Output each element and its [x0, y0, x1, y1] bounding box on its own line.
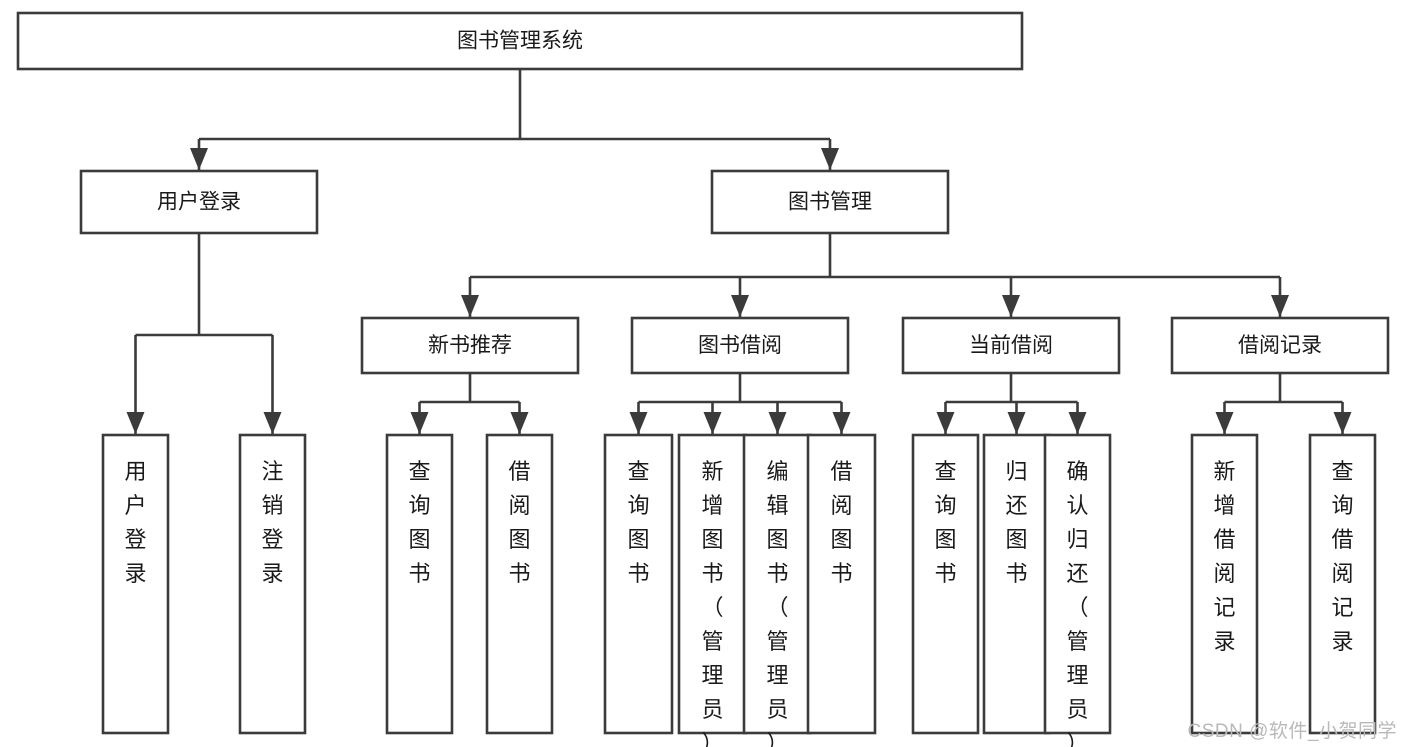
node-leaf-borrow-book-recommend[interactable]: 借阅图书	[485, 433, 554, 735]
node-current-borrow[interactable]: 当前借阅	[901, 316, 1121, 375]
arrow-head-icon	[510, 412, 529, 434]
arrow-head-icon	[1007, 412, 1026, 434]
arrow-head-icon	[1215, 412, 1234, 434]
node-label-borrow-record: 借阅记录	[1238, 334, 1322, 357]
node-label-leaf-edit-book: 编辑图书（管理员）	[766, 459, 788, 747]
node-label-leaf-user-logout: 注销登录	[261, 459, 283, 586]
arrow-head-icon	[1333, 412, 1352, 434]
arrow-head-icon	[461, 295, 479, 317]
connector-group-root-to-level2	[190, 69, 839, 170]
node-box-leaf-query-book-current[interactable]	[911, 433, 980, 735]
connector-group-user-login-to-leaves	[126, 233, 282, 434]
node-box-user-login[interactable]	[79, 169, 319, 235]
connector-group-current-borrow-to-leaves	[936, 373, 1087, 434]
node-label-leaf-confirm-return: 确认归还（管理员）	[1066, 459, 1088, 747]
node-box-leaf-borrow-book[interactable]	[806, 433, 877, 735]
node-box-leaf-add-borrow-record[interactable]	[1190, 433, 1259, 735]
arrow-head-icon	[1002, 295, 1020, 317]
node-label-book-borrow: 图书借阅	[698, 334, 782, 357]
node-new-book-recommend[interactable]: 新书推荐	[360, 316, 580, 375]
node-label-current-borrow: 当前借阅	[969, 334, 1053, 357]
arrow-head-icon	[126, 412, 145, 434]
node-leaf-confirm-return[interactable]: 确认归还（管理员）	[1043, 433, 1112, 747]
node-box-leaf-borrow-book-recommend[interactable]	[485, 433, 554, 735]
connector-group-borrow-record-to-leaves	[1215, 373, 1352, 434]
node-box-leaf-confirm-return[interactable]	[1043, 433, 1112, 735]
node-box-leaf-query-book-borrow[interactable]	[603, 433, 674, 735]
node-layer: 图书管理系统用户登录图书管理新书推荐图书借阅当前借阅借阅记录用户登录注销登录查询…	[16, 11, 1390, 747]
connector-group-book-borrow-to-leaves	[629, 373, 851, 434]
node-box-leaf-user-logout[interactable]	[238, 433, 307, 735]
node-borrow-record[interactable]: 借阅记录	[1170, 316, 1390, 375]
node-book-borrow[interactable]: 图书借阅	[630, 316, 850, 375]
node-label-leaf-query-borrow-record: 查询借阅记录	[1331, 459, 1353, 654]
node-label-leaf-query-book-current: 查询图书	[934, 459, 956, 586]
arrow-head-icon	[1068, 412, 1087, 434]
node-label-book-manage: 图书管理	[788, 191, 872, 214]
arrow-head-icon	[410, 412, 429, 434]
node-leaf-return-book[interactable]: 归还图书	[982, 433, 1051, 735]
node-leaf-query-book-recommend[interactable]: 查询图书	[385, 433, 454, 735]
node-book-manage[interactable]: 图书管理	[710, 169, 950, 235]
node-box-book-borrow[interactable]	[630, 316, 850, 375]
node-box-leaf-edit-book[interactable]	[742, 433, 813, 735]
node-label-leaf-add-book: 新增图书（管理员）	[701, 459, 723, 747]
arrow-head-icon	[821, 148, 839, 170]
node-box-new-book-recommend[interactable]	[360, 316, 580, 375]
node-box-leaf-query-borrow-record[interactable]	[1308, 433, 1377, 735]
connector-group-book-manage-to-level3	[461, 233, 1289, 317]
node-label-leaf-query-book-recommend: 查询图书	[408, 459, 430, 586]
arrow-head-icon	[703, 412, 722, 434]
node-label-leaf-return-book: 归还图书	[1005, 459, 1027, 586]
node-leaf-borrow-book[interactable]: 借阅图书	[806, 433, 877, 735]
node-box-book-manage[interactable]	[710, 169, 950, 235]
node-leaf-user-logout[interactable]: 注销登录	[238, 433, 307, 735]
node-box-root[interactable]	[16, 11, 1024, 71]
arrow-head-icon	[263, 412, 282, 434]
node-leaf-edit-book[interactable]: 编辑图书（管理员）	[742, 433, 813, 747]
node-label-new-book-recommend: 新书推荐	[428, 334, 512, 357]
node-label-leaf-user-login: 用户登录	[124, 459, 146, 586]
connector-group-new-book-recommend-to-leaves	[410, 373, 529, 434]
arrow-head-icon	[936, 412, 955, 434]
node-box-leaf-add-book[interactable]	[677, 433, 748, 735]
node-box-leaf-query-book-recommend[interactable]	[385, 433, 454, 735]
node-leaf-query-book-current[interactable]: 查询图书	[911, 433, 980, 735]
node-leaf-add-book[interactable]: 新增图书（管理员）	[677, 433, 748, 747]
arrow-head-icon	[768, 412, 787, 434]
node-box-borrow-record[interactable]	[1170, 316, 1390, 375]
arrow-head-icon	[832, 412, 851, 434]
node-leaf-query-borrow-record[interactable]: 查询借阅记录	[1308, 433, 1377, 735]
arrow-head-icon	[731, 295, 749, 317]
node-leaf-user-login[interactable]: 用户登录	[101, 433, 170, 735]
node-leaf-query-book-borrow[interactable]: 查询图书	[603, 433, 674, 735]
arrow-head-icon	[629, 412, 648, 434]
node-label-leaf-query-book-borrow: 查询图书	[627, 459, 649, 586]
node-label-leaf-borrow-book-recommend: 借阅图书	[508, 459, 530, 586]
node-leaf-add-borrow-record[interactable]: 新增借阅记录	[1190, 433, 1259, 735]
node-user-login[interactable]: 用户登录	[79, 169, 319, 235]
node-label-leaf-borrow-book: 借阅图书	[830, 459, 852, 586]
node-label-root: 图书管理系统	[457, 30, 583, 53]
arrow-head-icon	[190, 148, 208, 170]
node-root[interactable]: 图书管理系统	[16, 11, 1024, 71]
node-box-leaf-user-login[interactable]	[101, 433, 170, 735]
node-label-leaf-add-borrow-record: 新增借阅记录	[1213, 459, 1235, 654]
node-box-current-borrow[interactable]	[901, 316, 1121, 375]
connector-layer	[126, 69, 1352, 434]
node-label-user-login: 用户登录	[157, 191, 241, 214]
arrow-head-icon	[1271, 295, 1289, 317]
